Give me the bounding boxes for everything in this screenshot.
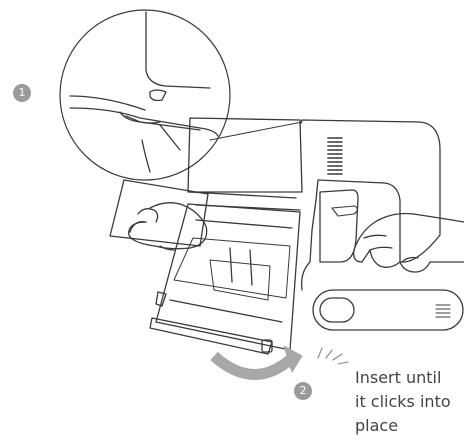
click-sound-marks bbox=[318, 348, 348, 364]
step-2-badge: 2 bbox=[294, 382, 312, 400]
battery-grill bbox=[436, 305, 450, 317]
right-hand bbox=[354, 214, 464, 272]
vent-slots bbox=[328, 138, 342, 174]
step-2-caption: Insert until it clicks into place bbox=[355, 366, 464, 438]
dust-bin bbox=[150, 204, 300, 354]
curved-rotation-arrow bbox=[214, 346, 302, 375]
vacuum-body bbox=[300, 120, 463, 330]
left-hand bbox=[110, 180, 208, 250]
step-1-badge: 1 bbox=[13, 84, 31, 102]
bin-connector bbox=[188, 118, 302, 210]
magnified-detail-circle bbox=[60, 10, 302, 180]
